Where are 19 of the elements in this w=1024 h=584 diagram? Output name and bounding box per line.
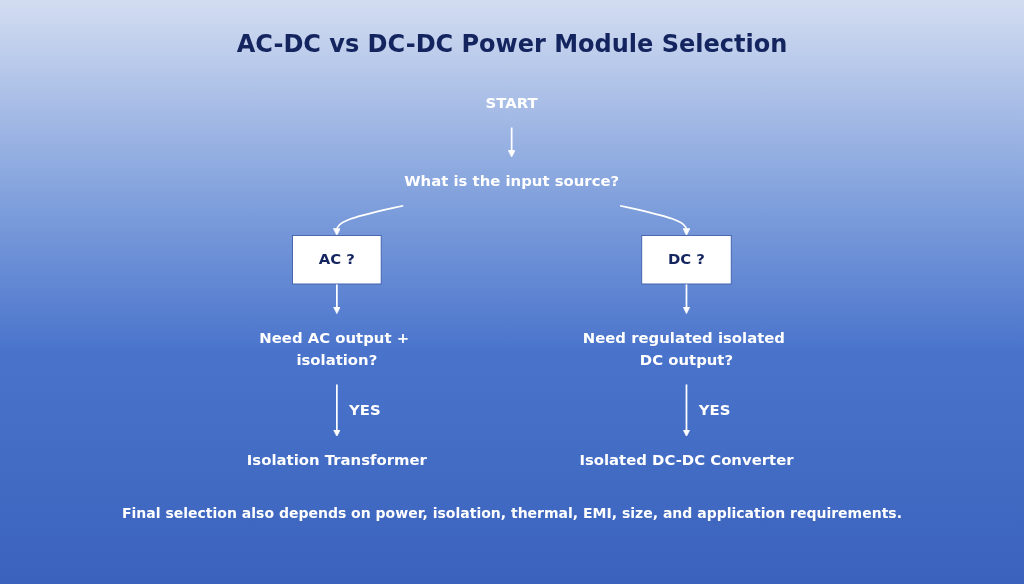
arrow xyxy=(333,383,341,437)
node-text: Need regulated isolated DC output? xyxy=(583,328,786,369)
arrow xyxy=(619,204,691,236)
node-text: Isolated DC-DC Converter xyxy=(579,451,794,469)
edge-label: YES xyxy=(699,401,731,419)
diagram-title: AC-DC vs DC-DC Power Module Selection xyxy=(235,30,789,58)
node-text: Need AC output + isolation? xyxy=(259,328,410,369)
node-text: What is the input source? xyxy=(404,172,620,190)
caption: Final selection also depends on power, isolation, thermal, EMI, size, and application requirements. xyxy=(121,505,903,521)
arrow xyxy=(333,283,341,315)
node-box: DC ? xyxy=(641,235,732,285)
arrow xyxy=(682,383,691,437)
arrow xyxy=(508,126,516,158)
node-text: Isolation Transformer xyxy=(247,451,428,469)
arrow xyxy=(682,283,691,315)
node-box: AC ? xyxy=(292,235,382,285)
arrow xyxy=(333,204,405,236)
edge-label: YES xyxy=(349,401,382,419)
node-text: START xyxy=(485,93,539,112)
